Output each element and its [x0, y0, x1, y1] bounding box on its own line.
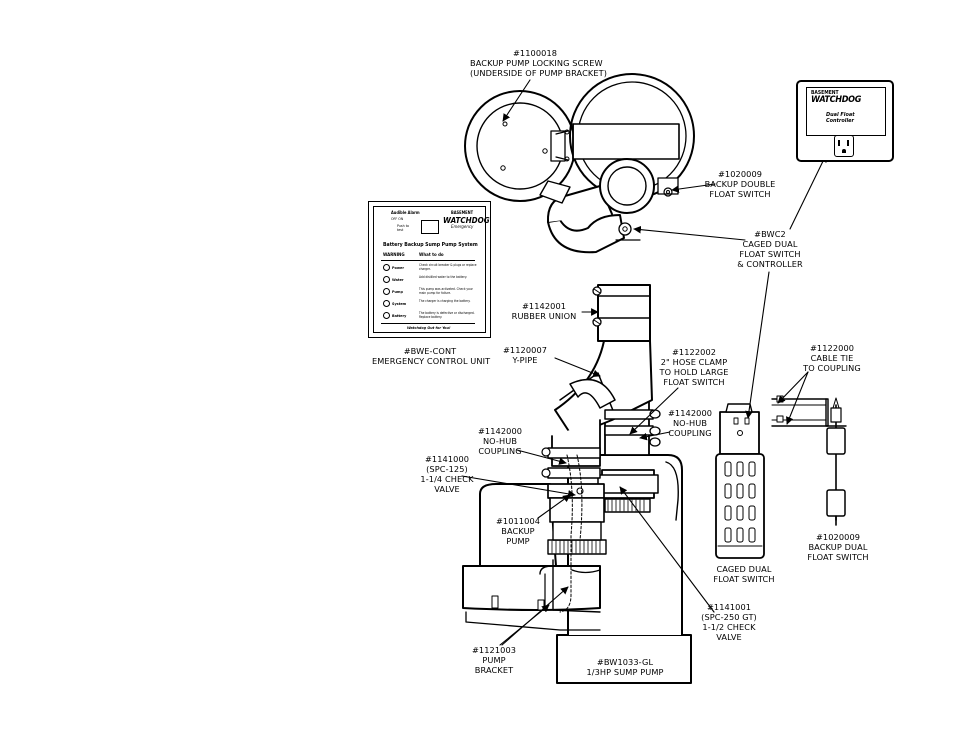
caged-dual-float-switch: [715, 403, 765, 559]
ecu-water-indicator-icon: [383, 276, 390, 283]
electrical-outlet-icon: [834, 135, 854, 157]
ecu-row-label: System: [392, 301, 407, 306]
ecu-power-indicator-icon: [383, 264, 390, 271]
emergency-control-unit-panel: Audible Alarm OFF ON Push to test BASEME…: [368, 201, 491, 338]
ecu-brand-sub: Emergency: [451, 225, 474, 230]
ecu-row-desc: Add distilled water to the battery.: [419, 275, 467, 279]
dual-float-controller: BASEMENT WATCHDOG Dual Float Controller: [796, 80, 894, 162]
ecu-col-todo: What to do: [419, 253, 444, 258]
ecu-row-desc: The battery is defective or discharged. …: [419, 311, 475, 319]
ecu-row-label: Power: [392, 265, 405, 270]
ecu-brand-watchdog: WATCHDOG: [443, 216, 490, 225]
controller-product-name: Dual Float Controller: [826, 112, 855, 124]
controller-brand-basement: BASEMENT: [811, 90, 839, 96]
ecu-test-button: [421, 220, 439, 234]
top-view-assembly: [464, 73, 695, 254]
ecu-battery-indicator-icon: [383, 312, 390, 319]
ecu-title: Battery Backup Sump Pump System: [383, 242, 478, 248]
ecu-brand-basement: BASEMENT: [451, 210, 474, 215]
leader-lines: [461, 79, 827, 646]
ecu-audible-alarm: Audible Alarm: [391, 210, 420, 215]
ecu-push-to-test: Push to test: [397, 224, 409, 233]
ecu-row-label: Battery: [392, 313, 407, 318]
ecu-row-label: Water: [392, 277, 404, 282]
ecu-off-on: OFF ON: [391, 217, 404, 221]
ecu-footer: Watchdog Out for You!: [407, 325, 451, 330]
ecu-row-desc: Check circuit breaker & plugs or replace…: [419, 263, 477, 271]
ecu-row-label: Pump: [392, 289, 403, 294]
backup-dual-float-switch: [771, 395, 847, 526]
controller-brand-watchdog: WATCHDOG: [811, 95, 862, 105]
ecu-row-desc: The charger is charging the battery.: [419, 299, 471, 303]
ecu-system-indicator-icon: [383, 300, 390, 307]
ecu-col-warning: WARNING: [383, 253, 405, 258]
ecu-row-desc: This pump was activated. Check your main…: [419, 287, 473, 295]
ecu-pump-indicator-icon: [383, 288, 390, 295]
backup-pump: [462, 483, 601, 613]
discharge-pipe-assembly: [465, 284, 661, 631]
